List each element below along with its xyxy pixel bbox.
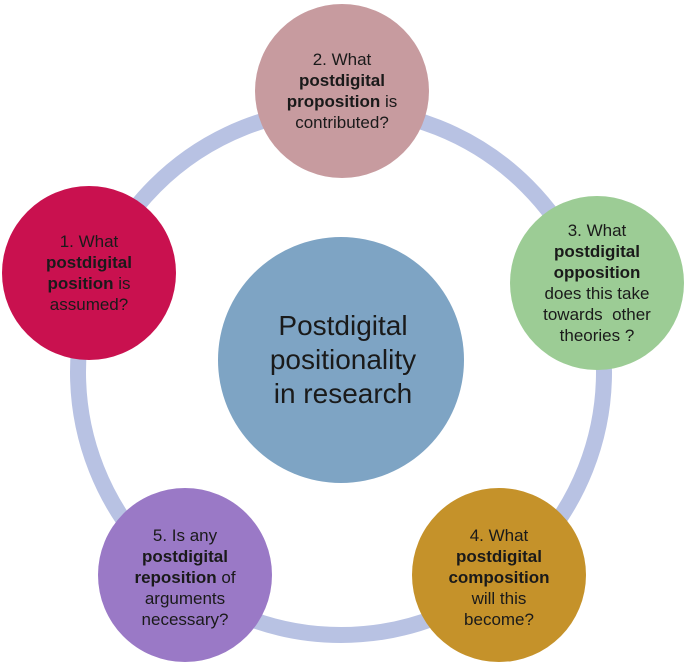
node-label-position: 1. What postdigital position is assumed? (19, 213, 159, 333)
node-circle-reposition (98, 488, 272, 662)
node-text: arguments (144, 588, 226, 608)
node-circle-composition (412, 488, 586, 662)
node-text: does this take (544, 284, 650, 303)
node-bold: postdigital (46, 253, 132, 272)
center-line-3: in research (273, 378, 413, 409)
node-label-opposition: 3. What postdigital opposition does this… (522, 206, 672, 360)
node-bold: postdigital (456, 546, 542, 566)
center-circle (218, 237, 464, 483)
node-bold: postdigital (142, 546, 228, 566)
node-bold: opposition (553, 263, 641, 282)
node-label-reposition: 5. Is any postdigital reposition of argu… (110, 512, 260, 642)
node-number: 5. Is any (152, 525, 218, 545)
node-circle-proposition (255, 4, 429, 178)
node-text: towards other (543, 305, 651, 324)
node-bold: position (47, 274, 114, 293)
node-text: of (221, 567, 236, 587)
node-text: necessary? (141, 609, 229, 629)
node-bold: proposition (286, 92, 381, 111)
center-label: Postdigital positionality in research (218, 255, 468, 465)
node-number: 3. What (567, 221, 627, 240)
node-circle-opposition (510, 196, 684, 370)
node-bold: postdigital (554, 242, 640, 261)
node-text: assumed? (49, 295, 129, 314)
center-line-1: Postdigital (278, 310, 408, 341)
node-number: 1. What (59, 232, 119, 251)
node-circle-position (2, 186, 176, 360)
node-number: 2. What (312, 50, 372, 69)
center-line-2: positionality (269, 344, 417, 375)
node-text: theories ? (559, 326, 635, 345)
node-text: become? (464, 609, 534, 629)
node-number: 4. What (469, 525, 529, 545)
node-label-composition: 4. What postdigital composition will thi… (424, 512, 574, 642)
node-bold: reposition (134, 567, 217, 587)
node-text: is (384, 92, 398, 111)
node-bold: postdigital (299, 71, 385, 90)
node-text: contributed? (295, 113, 389, 132)
node-text: is (118, 274, 131, 293)
node-bold: composition (448, 567, 550, 587)
node-label-proposition: 2. What postdigital proposition is contr… (262, 31, 422, 151)
node-text: will this (471, 588, 527, 608)
